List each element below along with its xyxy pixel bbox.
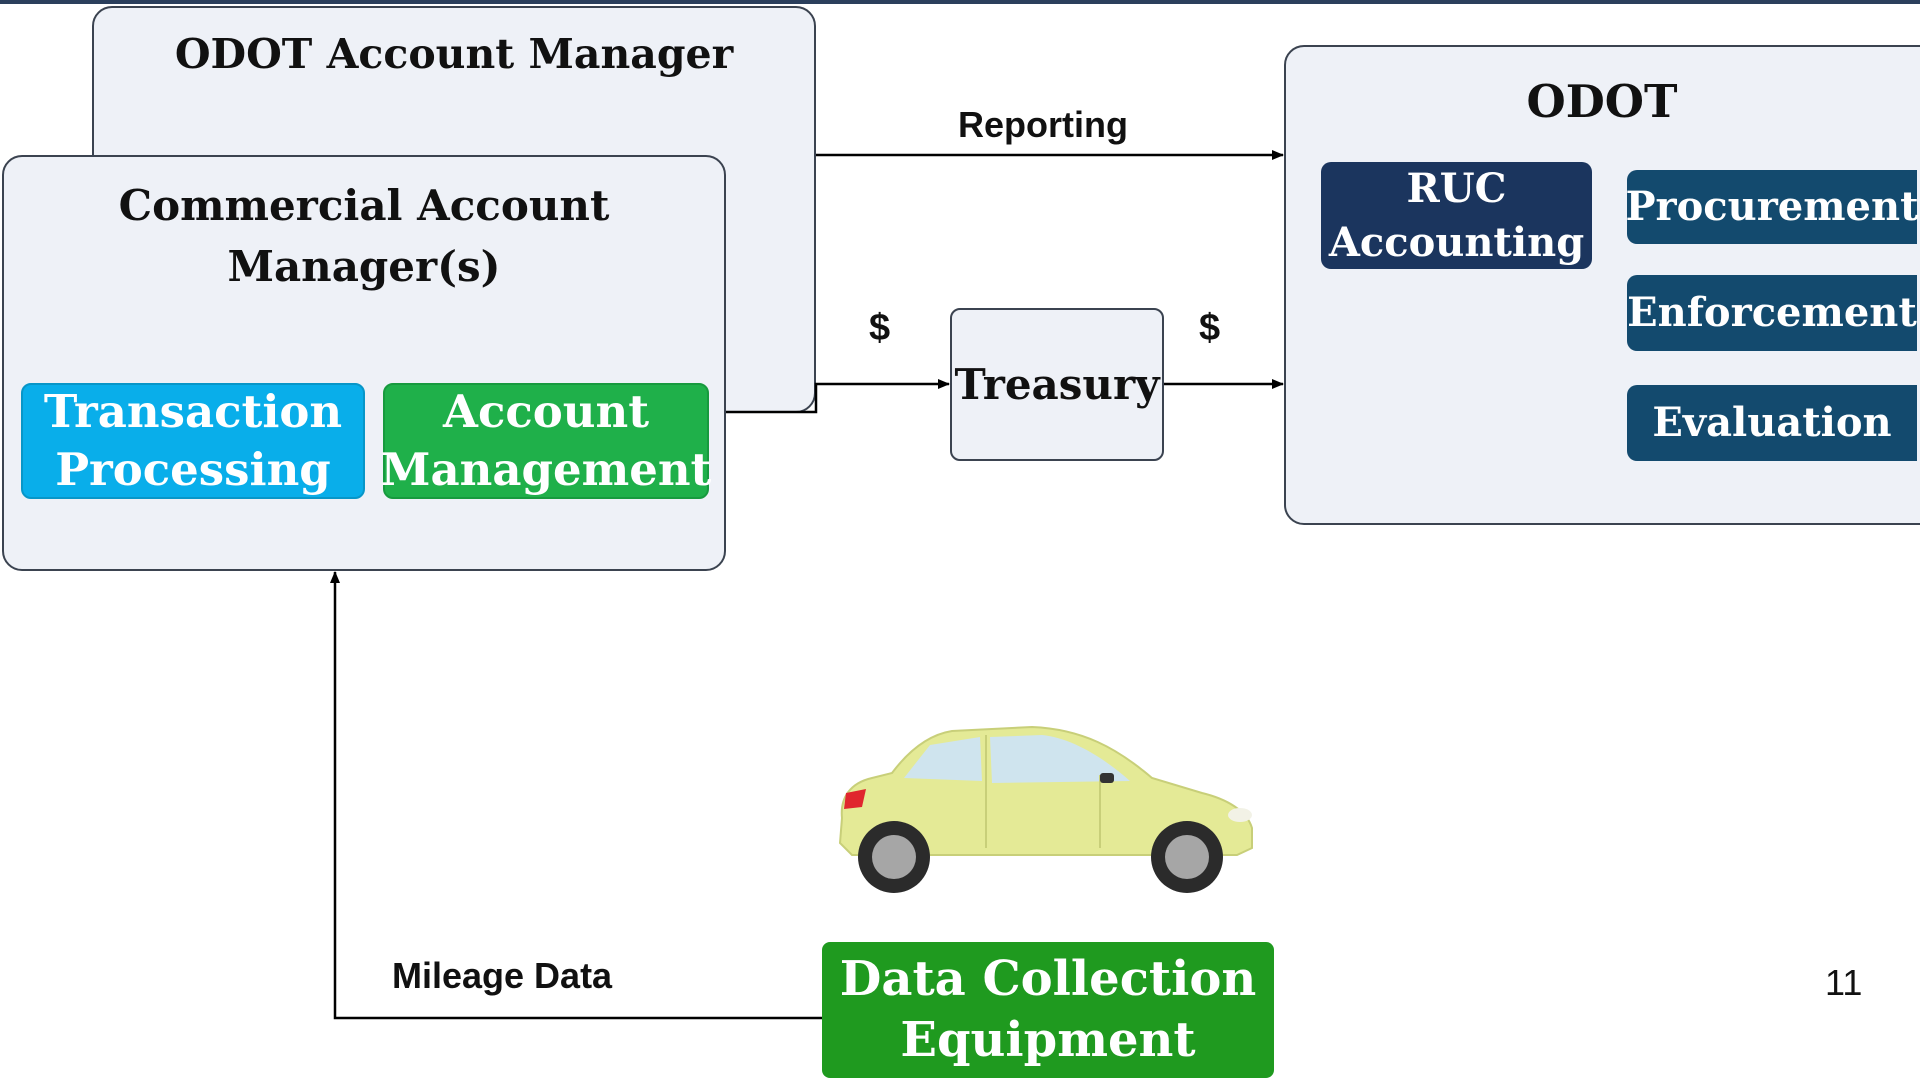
commercial-account-manager-title: Commercial Account Manager(s) [4, 175, 724, 297]
mileage-data-arrow [330, 571, 822, 1020]
money-to-treasury-arrow [726, 379, 950, 414]
money-out-label: $ [1199, 307, 1221, 349]
transaction-processing-line2: Processing [55, 443, 331, 496]
enforcement-box: Enforcement [1627, 275, 1917, 351]
top-accent-bar [0, 0, 1920, 4]
procurement-box: Procurement [1625, 170, 1919, 244]
treasury-box: Treasury [950, 308, 1164, 461]
transaction-processing-line1: Transaction [43, 385, 343, 438]
odot-title: ODOT [1526, 75, 1678, 128]
data-collection-line2: Equipment [900, 1012, 1196, 1068]
commercial-account-manager-box: Commercial Account Manager(s) [2, 155, 726, 571]
odot-account-manager-title: ODOT Account Manager [174, 30, 734, 78]
account-management-line2: Management [380, 443, 712, 496]
page-number: 11 [1825, 962, 1863, 1003]
data-collection-equipment-box: Data Collection Equipment [822, 942, 1274, 1078]
ruc-accounting-line2: Accounting [1328, 218, 1585, 266]
commercial-account-manager-title-line1: Commercial Account [118, 181, 610, 230]
account-management-line1: Account [443, 385, 649, 438]
ruc-accounting-box: RUC Accounting [1321, 162, 1592, 269]
account-management-box: Account Management [380, 383, 712, 499]
data-collection-line1: Data Collection [839, 951, 1257, 1007]
mileage-data-label: Mileage Data [392, 955, 613, 996]
reporting-label: Reporting [958, 104, 1128, 145]
car-icon [838, 725, 1253, 893]
money-in-label: $ [869, 307, 891, 349]
commercial-account-manager-title-line2: Manager(s) [227, 242, 501, 291]
transaction-processing-box: Transaction Processing [21, 383, 365, 499]
ruc-accounting-line1: RUC [1406, 164, 1507, 212]
evaluation-box: Evaluation [1627, 385, 1917, 461]
